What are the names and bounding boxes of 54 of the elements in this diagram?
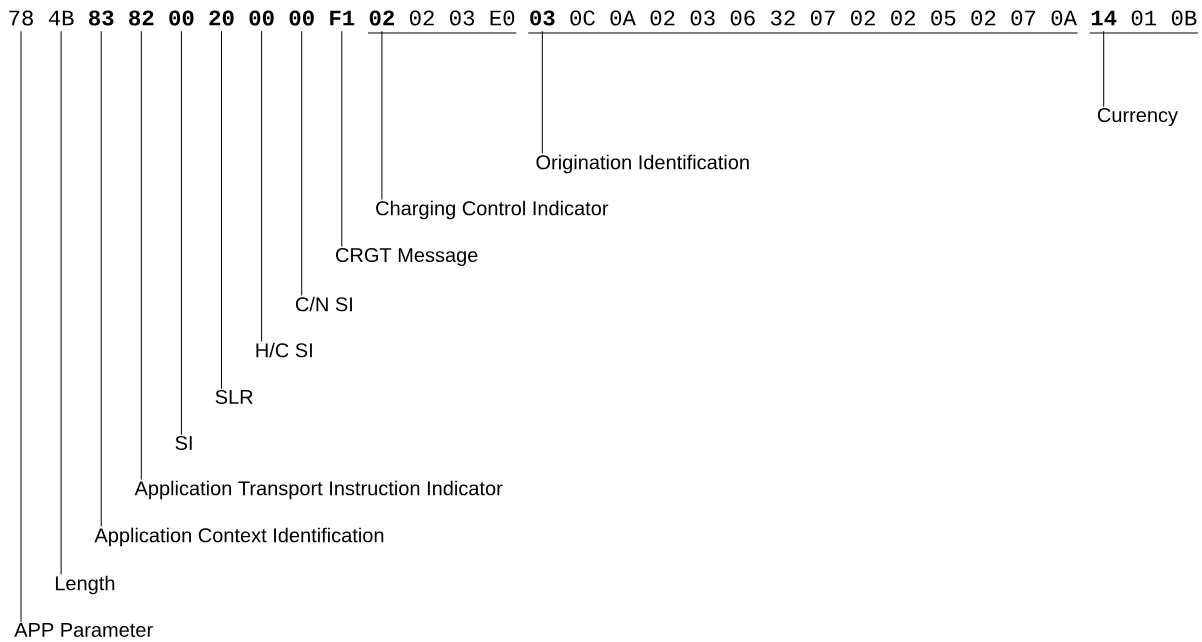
field-label: H/C SI bbox=[256, 342, 312, 358]
field-label: Length bbox=[55, 575, 115, 595]
leader-line bbox=[1103, 30, 1105, 108]
field-label: Origination Identification bbox=[536, 154, 749, 174]
hex-byte: 78 bbox=[9, 10, 33, 26]
leader-line bbox=[301, 30, 303, 296]
hex-byte: 06 bbox=[730, 10, 755, 26]
hex-byte: 02 bbox=[851, 10, 875, 26]
hex-byte: 03 bbox=[530, 10, 555, 26]
field-label: SI bbox=[175, 435, 192, 451]
hex-byte: 02 bbox=[971, 10, 996, 26]
hex-byte: 02 bbox=[410, 10, 434, 26]
hex-byte: 03 bbox=[690, 10, 715, 26]
hex-byte: F1 bbox=[330, 10, 355, 26]
field-label: SLR bbox=[215, 389, 253, 405]
hex-byte: 00 bbox=[249, 10, 274, 26]
hex-byte: 14 bbox=[1091, 10, 1117, 26]
hex-byte: 00 bbox=[289, 10, 314, 26]
hex-byte: 0C bbox=[570, 10, 595, 26]
hex-byte: 00 bbox=[169, 10, 194, 26]
leader-line bbox=[100, 30, 102, 527]
field-label: Application Transport Instruction Indicator bbox=[134, 480, 503, 500]
hex-byte: 32 bbox=[770, 10, 795, 26]
hex-byte: 01 bbox=[1131, 10, 1157, 26]
field-label: Charging Control Indicator bbox=[376, 200, 609, 220]
hex-byte: 02 bbox=[650, 10, 675, 26]
hex-byte: 02 bbox=[891, 10, 915, 26]
leader-line bbox=[180, 30, 182, 436]
hex-byte: 05 bbox=[931, 10, 956, 26]
hex-byte: E0 bbox=[490, 10, 515, 26]
hex-byte: 83 bbox=[89, 10, 114, 26]
hex-byte: 03 bbox=[450, 10, 475, 26]
field-label: C/N SI bbox=[295, 296, 352, 312]
hex-byte: 4B bbox=[48, 10, 74, 26]
hex-byte: 0A bbox=[610, 10, 636, 26]
leader-line bbox=[60, 30, 62, 575]
leader-line bbox=[221, 30, 222, 390]
field-label: APP Parameter bbox=[14, 623, 153, 637]
hex-byte: 07 bbox=[1011, 10, 1036, 26]
hex-byte: 0A bbox=[1051, 10, 1077, 26]
hex-byte: 20 bbox=[209, 10, 234, 26]
field-label: Application Context Identification bbox=[94, 527, 384, 547]
leader-line bbox=[541, 30, 543, 154]
field-label: Currency bbox=[1097, 107, 1178, 127]
leader-line bbox=[20, 30, 22, 623]
leader-line bbox=[341, 30, 343, 248]
leader-line bbox=[261, 30, 263, 342]
hex-byte: 82 bbox=[129, 10, 154, 26]
hex-byte: 02 bbox=[369, 10, 394, 26]
hex-byte: 0B bbox=[1171, 10, 1197, 26]
field-label: CRGT Message bbox=[336, 247, 478, 267]
leader-line bbox=[140, 30, 142, 480]
hex-byte: 07 bbox=[810, 10, 835, 26]
leader-line bbox=[381, 30, 383, 200]
